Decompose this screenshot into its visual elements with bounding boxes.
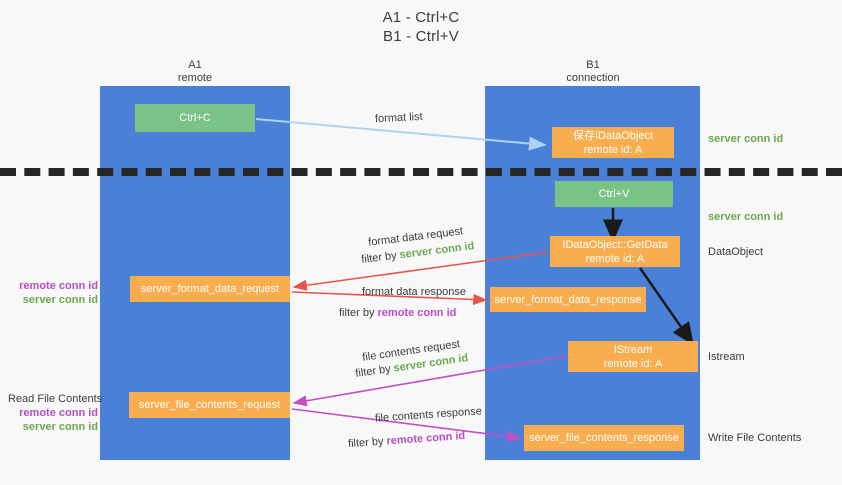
column-a1-name: A1 bbox=[188, 59, 202, 71]
label-server-conn-id-second: server conn id bbox=[708, 211, 784, 223]
box-server-format-data-request[interactable]: server_format_data_request bbox=[130, 276, 290, 302]
box-istream-line1: IStream bbox=[613, 343, 653, 356]
box-ctrl-c[interactable]: Ctrl+C bbox=[135, 104, 255, 132]
column-b1-subtitle: connection bbox=[566, 72, 620, 84]
column-b1-name: B1 bbox=[586, 59, 600, 71]
label-conn-ids-upper: remote conn id server conn id bbox=[10, 279, 98, 307]
arrow-label-format-list: format list bbox=[374, 110, 423, 126]
box-save-idataobject-line2: remote id: A bbox=[583, 143, 643, 156]
box-server-format-data-response[interactable]: server_format_data_response bbox=[490, 287, 646, 312]
box-ctrl-c-label: Ctrl+C bbox=[179, 112, 211, 124]
phase-divider bbox=[0, 168, 842, 176]
box-save-idataobject-text: 保存IDataObject remote id: A bbox=[573, 129, 653, 157]
column-a1-subtitle: remote bbox=[177, 72, 213, 84]
box-server-format-data-request-label: server_format_data_request bbox=[140, 283, 280, 295]
box-getdata-text: IDataObject::GetData remote id: A bbox=[562, 238, 667, 266]
column-header-a1: A1 remote bbox=[95, 59, 295, 85]
arrow-label-format-data-response: format data response bbox=[362, 286, 466, 298]
label-istream: Istream bbox=[708, 351, 745, 363]
title-line-2: B1 - Ctrl+V bbox=[383, 28, 459, 45]
box-istream-line2: remote id: A bbox=[603, 357, 663, 370]
box-server-file-contents-response-label: server_file_contents_response bbox=[529, 432, 679, 444]
box-server-file-contents-response[interactable]: server_file_contents_response bbox=[524, 425, 684, 451]
label-server-conn-id-upper: server conn id bbox=[22, 294, 98, 306]
arrow-label-format-data-response-filter: filter by remote conn id bbox=[339, 306, 456, 321]
label-write-file-contents: Write File Contents bbox=[708, 432, 802, 444]
column-header-b1: B1 connection bbox=[493, 59, 693, 85]
box-server-format-data-response-label: server_format_data_response bbox=[494, 293, 642, 306]
box-ctrl-v-label: Ctrl+V bbox=[598, 188, 630, 200]
box-idataobject-getdata[interactable]: IDataObject::GetData remote id: A bbox=[550, 236, 680, 267]
box-getdata-line1: IDataObject::GetData bbox=[562, 238, 668, 251]
box-getdata-line2: remote id: A bbox=[585, 252, 645, 265]
filter-prefix-3: filter by bbox=[354, 362, 395, 380]
label-dataobject: DataObject bbox=[708, 246, 764, 258]
filter-value-2: remote conn id bbox=[377, 307, 457, 319]
filter-prefix-1: filter by bbox=[360, 249, 401, 266]
page-title: A1 - Ctrl+C B1 - Ctrl+V bbox=[0, 8, 842, 46]
box-server-file-contents-request[interactable]: server_file_contents_request bbox=[129, 392, 290, 418]
filter-value-4: remote conn id bbox=[386, 429, 466, 448]
filter-prefix-4: filter by bbox=[347, 435, 387, 451]
label-conn-ids-lower: remote conn id server conn id bbox=[10, 406, 98, 434]
label-remote-conn-id-upper: remote conn id bbox=[19, 280, 98, 292]
box-ctrl-v[interactable]: Ctrl+V bbox=[555, 181, 673, 207]
filter-prefix-2: filter by bbox=[339, 307, 378, 319]
label-server-conn-id-top: server conn id bbox=[708, 133, 784, 145]
title-line-1: A1 - Ctrl+C bbox=[382, 9, 460, 26]
box-save-idataobject-line1: 保存IDataObject bbox=[572, 129, 654, 142]
arrow-label-file-contents-response: file contents response bbox=[374, 405, 483, 425]
box-server-file-contents-request-label: server_file_contents_request bbox=[138, 399, 281, 411]
label-read-file-contents: Read File Contents bbox=[8, 393, 103, 405]
label-server-conn-id-lower: server conn id bbox=[22, 421, 98, 433]
box-save-idataobject[interactable]: 保存IDataObject remote id: A bbox=[552, 127, 674, 158]
box-istream-text: IStream remote id: A bbox=[604, 343, 663, 371]
box-istream[interactable]: IStream remote id: A bbox=[568, 341, 698, 372]
label-remote-conn-id-lower: remote conn id bbox=[19, 407, 98, 419]
arrow-label-file-contents-response-filter: filter by remote conn id bbox=[348, 429, 466, 452]
